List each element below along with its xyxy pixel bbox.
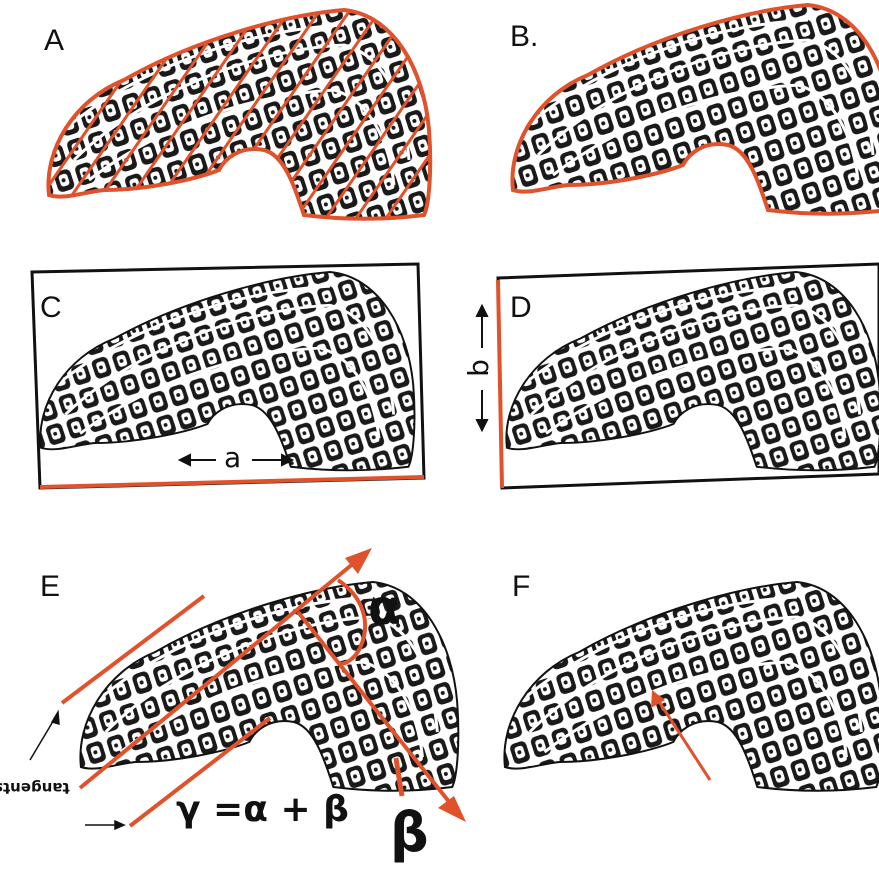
panel-label-d: D bbox=[510, 293, 532, 323]
panel-f bbox=[504, 582, 879, 791]
tangents-label: tangents bbox=[0, 780, 70, 795]
specimen-image-d bbox=[506, 272, 879, 470]
panel-d bbox=[477, 264, 879, 488]
axis-arrowhead-upper bbox=[345, 548, 372, 574]
specimen-image-b bbox=[512, 5, 879, 214]
specimen-image-f bbox=[504, 582, 879, 791]
gamma-formula: γ =α + β bbox=[176, 792, 349, 828]
panel-label-e: E bbox=[40, 572, 60, 602]
panel-a bbox=[4, 0, 544, 250]
length-line-a bbox=[40, 477, 424, 487]
panel-label-c: C bbox=[40, 293, 62, 323]
beta-symbol: β bbox=[390, 806, 429, 860]
panel-b bbox=[512, 5, 879, 214]
dimension-label-b: b bbox=[465, 359, 493, 377]
alpha-symbol: α bbox=[368, 584, 401, 632]
dimension-label-a: a bbox=[224, 444, 241, 472]
panel-label-a: A bbox=[44, 26, 64, 56]
specimen-image-e bbox=[80, 582, 458, 791]
length-line-b bbox=[498, 280, 502, 488]
panel-label-f: F bbox=[512, 572, 530, 602]
panel-label-b: B. bbox=[510, 22, 538, 52]
axis-arrowhead-lower bbox=[438, 796, 466, 822]
